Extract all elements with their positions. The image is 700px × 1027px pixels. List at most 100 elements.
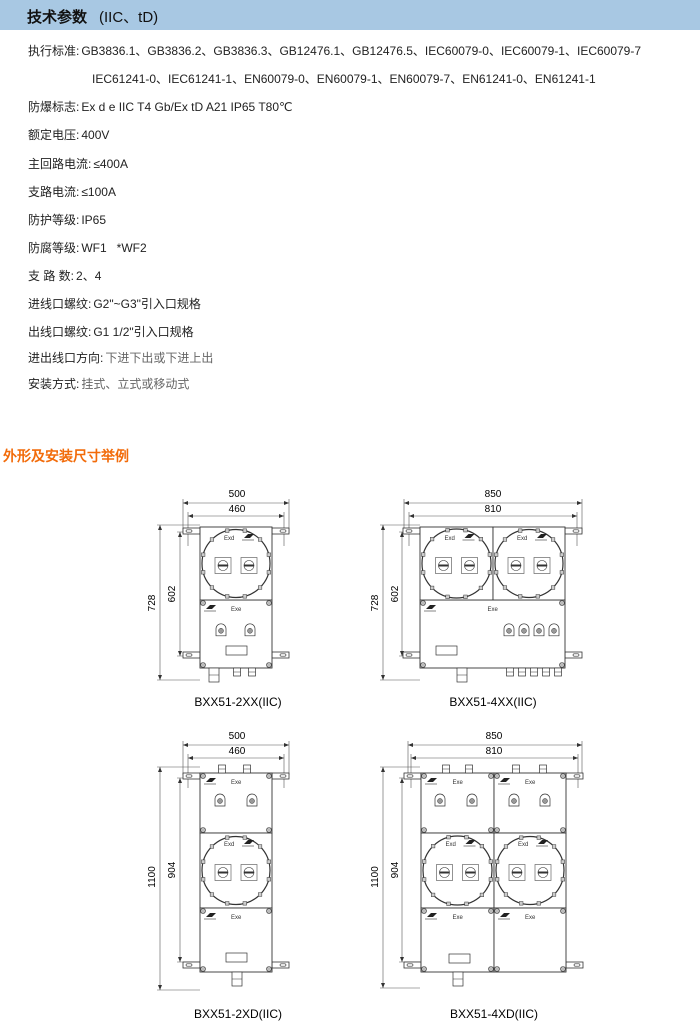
spec-protection: 防护等级:IP65 [28,211,106,228]
enclosure-label: Exe [525,915,536,921]
bolt-icon [494,908,500,914]
enclosure-label: Exd [518,842,528,848]
mounting-slot [573,963,581,967]
bolt-icon [488,827,494,833]
cover-bolt-icon [266,570,271,575]
dim-width-outer: 850 [485,489,502,500]
mounting-bracket [271,961,290,969]
cover-bolt-icon [242,594,247,599]
mounting-bracket [564,651,583,659]
exd-round-cover [494,528,564,599]
dim-height-outer: 1100 [370,866,381,888]
spec-anticorrosion: 防腐等级:WF1 *WF2 [28,239,147,256]
nameplate-window [225,952,248,963]
cover-bolt-icon [225,901,230,906]
bolt-icon [560,773,566,779]
nameplate-window [448,953,471,964]
cover-bolt-icon [201,552,206,557]
exe-enclosure [493,907,567,973]
exe-enclosure [493,772,567,834]
socket-face [217,798,223,804]
mounting-bracket [271,527,290,535]
cover-bolt-icon [430,537,435,542]
cover-bolt-icon [463,594,468,599]
brand-logo-icon [427,778,437,782]
nameplate-window [435,645,458,656]
spec-main-current: 主回路电流:≤400A [28,155,128,172]
cover-bolt-icon [519,901,524,906]
dim-height-inner: 602 [390,585,401,602]
exd-round-cover [201,835,271,906]
spec-label: 执行标准: [28,44,80,58]
socket-face [551,628,557,634]
cover-bolt-icon [478,585,483,590]
cover-bolt-icon [463,528,468,533]
spec-label: 支 路 数: [28,269,75,283]
bolt-icon [200,600,206,606]
dim-width-inner: 810 [486,746,503,757]
enclosure-label: Exe [231,780,242,786]
page-title: 技术参数(IIC、tD) [27,6,158,27]
dim-width-inner: 460 [229,504,246,515]
enclosure-label: Exd [517,536,527,542]
bolt-icon [200,908,206,914]
mounting-bracket [402,651,421,659]
spec-branch-current: 支路电流:≤100A [28,183,116,200]
enclosure-label: Exe [488,607,499,613]
mounting-bracket [182,527,201,535]
switch-handle [512,871,522,874]
spec-direction: 进出线口方向:下进下出或下进上出 [28,349,213,366]
mounting-bracket [403,772,422,780]
cover-bolt-icon [446,901,451,906]
spec-branches: 支 路 数:2、4 [28,267,101,284]
exe-enclosure [199,772,273,834]
spec-value: IP65 [81,213,107,227]
cover-bolt-icon [257,892,263,897]
brand-logo-icon [537,534,547,538]
brand-logo-icon [464,534,475,538]
spec-label: 进线口螺纹: [28,297,92,311]
cover-bolt-icon [488,859,493,864]
cover-bolt-icon [225,528,230,533]
cover-bolt-icon [551,892,557,897]
brand-logo-icon [206,778,216,782]
cover-bolt-icon [503,844,509,849]
enclosure-label: Exd [445,536,455,542]
cover-bolt-icon [445,594,450,599]
cover-bolt-icon [266,552,271,557]
switch-handle [438,564,449,567]
spec-label: 防爆标志: [28,100,80,114]
socket-face [511,798,517,804]
cover-bolt-icon [560,877,565,882]
mounting-slot [279,774,287,778]
spec-outlet-thread: 出线口螺纹:G1 1/2"引入口规格 [28,323,194,340]
enclosure-label: Exe [231,915,242,921]
mounting-bracket [182,651,201,659]
socket-face [536,628,542,634]
mounting-slot [572,529,580,533]
socket-face [521,628,527,634]
cover-bolt-icon [421,570,426,575]
cover-bolt-icon [225,835,230,840]
socket-face [542,798,548,804]
spec-label: 出线口螺纹: [28,325,92,339]
bolt-icon [421,908,427,914]
dim-height-inner: 904 [167,861,178,878]
mounting-slot [405,529,413,533]
switch-handle [439,871,450,874]
cover-bolt-icon [502,585,508,590]
spec-ex-mark: 防爆标志:Ex d e IIC T4 Gb/Ex tD A21 IP65 T80… [28,98,292,115]
bolt-icon [266,966,272,972]
enclosure-label: Exe [453,780,464,786]
cover-bolt-icon [503,892,509,897]
switch-handle [511,564,521,567]
header-band: 技术参数(IIC、tD) [0,0,700,30]
nameplate-window [225,645,248,656]
spec-value: GB3836.1、GB3836.2、GB3836.3、GB12476.1、GB1… [81,44,642,58]
bolt-icon [560,966,566,972]
exd-round-cover [422,835,493,906]
cover-bolt-icon [502,537,508,542]
switch-handle [244,564,254,567]
mounting-slot [185,774,193,778]
brand-logo-icon [465,840,476,844]
